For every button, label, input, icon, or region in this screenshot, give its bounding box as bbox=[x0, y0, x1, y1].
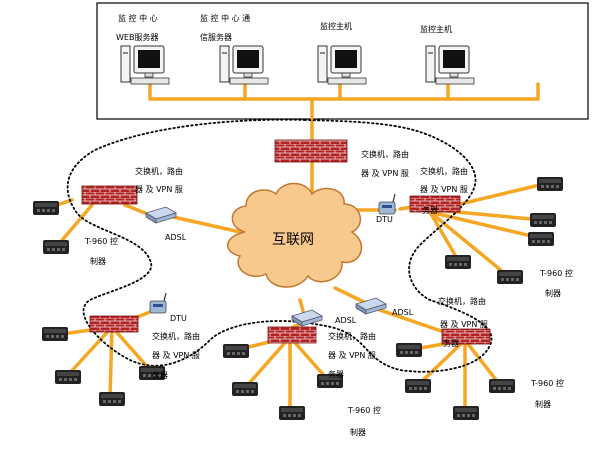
node-label: 务器 bbox=[152, 370, 168, 380]
label-top-right: 交换机，路由 器 及 VPN 服 务器 bbox=[420, 166, 468, 215]
node-label: 交换机，路由 bbox=[438, 296, 486, 306]
node-label: 交换机，路由 bbox=[361, 149, 409, 159]
host-label: 监控主机 bbox=[320, 21, 352, 31]
node-label: 器 及 VPN 服 bbox=[135, 185, 183, 194]
terminal-label: T-960 控 bbox=[347, 405, 381, 415]
node-label: 器 及 VPN 服 bbox=[328, 351, 376, 360]
node-label: 交换机，路由 bbox=[152, 331, 200, 341]
terminal-label: 制器 bbox=[90, 256, 106, 266]
host-label: 监 控 中 心 bbox=[118, 13, 158, 23]
dtu-top-right: DTU bbox=[376, 193, 396, 224]
node-label: 务器 bbox=[422, 205, 438, 215]
host-monitor-1: 监控主机 bbox=[317, 21, 367, 85]
host-comm-server: 监 控 中 心 通 信服务器 bbox=[200, 13, 269, 85]
terminal-label: 制器 bbox=[350, 427, 366, 437]
node-label: 务器 bbox=[443, 338, 459, 348]
modem-label: ADSL bbox=[392, 308, 414, 317]
node-label: 交换机，路由 bbox=[420, 166, 468, 176]
internet-cloud: 互联网 bbox=[227, 182, 363, 288]
host-label: WEB服务器 bbox=[116, 32, 158, 42]
modem-label: DTU bbox=[170, 314, 187, 323]
terminal-label-top-left: T-960 控 制器 bbox=[84, 236, 118, 266]
terminal-group-top-left bbox=[33, 201, 69, 254]
adsl-modem-top-left: ADSL bbox=[145, 206, 187, 242]
firewall-bottom-right bbox=[441, 328, 491, 345]
internet-label: 互联网 bbox=[272, 232, 314, 248]
modem-label: ADSL bbox=[335, 316, 357, 325]
terminal-label-top-right: T-960 控 制器 bbox=[539, 268, 573, 298]
host-monitor-2: 监控主机 bbox=[420, 24, 475, 85]
terminal-label: T-960 控 bbox=[530, 378, 564, 388]
terminal-label-bottom-right: T-960 控 制器 bbox=[530, 378, 564, 409]
firewall-center-top bbox=[274, 139, 348, 163]
firewall-top-left bbox=[81, 185, 138, 205]
terminal-label: 制器 bbox=[535, 399, 551, 409]
label-bottom-right: 交换机，路由 器 及 VPN 服 务器 bbox=[438, 296, 488, 348]
firewall-top-right bbox=[409, 195, 461, 213]
label-bottom-center: 交换机，路由 器 及 VPN 服 务器 bbox=[328, 331, 376, 379]
node-label: 器 及 VPN 服 bbox=[440, 320, 488, 329]
terminal-label: T-960 控 bbox=[84, 236, 118, 246]
dtu-bottom-left: DTU bbox=[149, 292, 187, 323]
node-label: 务器 bbox=[328, 369, 344, 379]
modem-label: ADSL bbox=[165, 233, 187, 242]
label-top-left: 交换机，路由 器 及 VPN 服 bbox=[135, 166, 183, 194]
modem-label: DTU bbox=[376, 215, 393, 224]
adsl-modem-bottom-right: ADSL bbox=[355, 297, 414, 317]
node-label: 交换机，路由 bbox=[135, 166, 183, 176]
terminal-group-bottom-right bbox=[396, 343, 515, 420]
label-bottom-left: 交换机，路由 器 及 VPN 服 务器 bbox=[152, 331, 200, 380]
host-label: 监 控 中 心 通 bbox=[200, 13, 250, 23]
terminal-label: 制器 bbox=[545, 288, 561, 298]
firewall-bottom-center bbox=[267, 326, 317, 344]
label-center-top: 交换机，路由 器 及 VPN 服 bbox=[361, 149, 409, 178]
host-label: 信服务器 bbox=[200, 32, 232, 42]
node-label: 交换机，路由 bbox=[328, 331, 376, 341]
node-label: 器 及 VPN 服 bbox=[420, 185, 468, 194]
node-label: 器 及 VPN 服 bbox=[152, 351, 200, 360]
terminal-label-bottom-center: T-960 控 制器 bbox=[347, 405, 381, 437]
firewall-bottom-left bbox=[89, 315, 139, 333]
adsl-modem-bottom-center: ADSL bbox=[291, 309, 357, 327]
terminal-group-bottom-center bbox=[223, 344, 343, 420]
host-label: 监控主机 bbox=[420, 24, 452, 34]
terminal-label: T-960 控 bbox=[539, 268, 573, 278]
node-label: 器 及 VPN 服 bbox=[361, 169, 409, 178]
host-web-server: 监 控 中 心 WEB服务器 bbox=[116, 13, 170, 85]
